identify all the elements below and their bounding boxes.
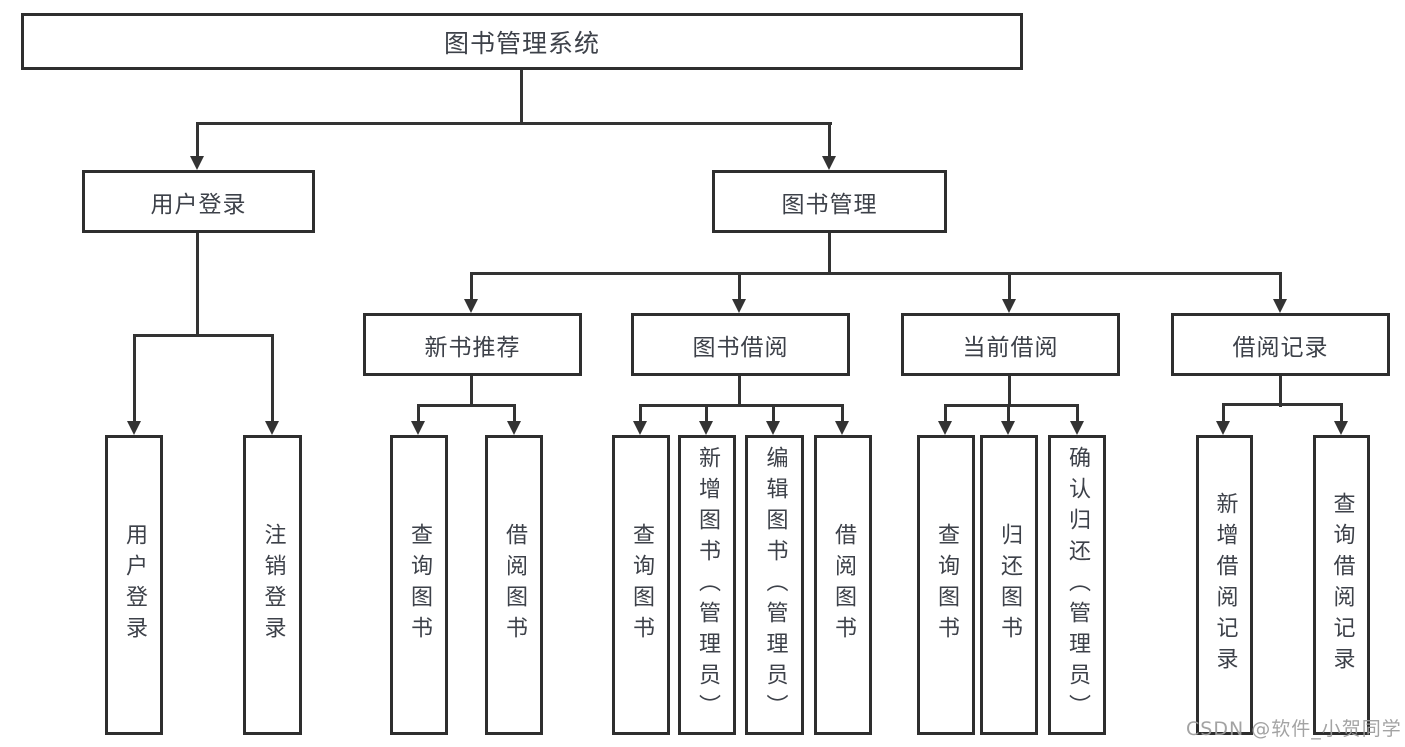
arrowhead — [835, 421, 849, 435]
arrowhead — [265, 421, 279, 435]
leaf-return-books: 归还图书 — [980, 435, 1038, 735]
leaf-confirm-return-admin: 确认归还（管理员） — [1048, 435, 1106, 735]
node-label: 用户登录 — [122, 523, 147, 647]
connector — [1222, 403, 1343, 406]
node-user-login: 用户登录 — [82, 170, 315, 233]
connector — [133, 334, 136, 423]
node-label: 查询图书 — [407, 523, 432, 647]
connector — [417, 404, 516, 407]
arrowhead — [633, 421, 647, 435]
connector — [639, 404, 844, 407]
arrowhead — [1070, 421, 1084, 435]
node-current-borrowing: 当前借阅 — [901, 313, 1120, 376]
arrowhead — [766, 421, 780, 435]
node-book-borrowing: 图书借阅 — [631, 313, 850, 376]
connector — [772, 404, 775, 424]
connector — [196, 122, 832, 125]
node-label: 新增借阅记录 — [1212, 492, 1238, 678]
connector — [841, 404, 844, 424]
leaf-query-borrow-record: 查询借阅记录 — [1313, 435, 1370, 735]
arrowhead — [822, 156, 836, 170]
connector — [513, 404, 516, 424]
leaf-query-books-1: 查询图书 — [390, 435, 448, 735]
connector — [738, 272, 741, 301]
node-borrowing-records: 借阅记录 — [1171, 313, 1390, 376]
node-book-management: 图书管理 — [712, 170, 947, 233]
connector — [1279, 376, 1282, 407]
node-label: 新增图书（管理员） — [695, 445, 720, 725]
csdn-watermark: CSDN @软件_小贺同学 — [1186, 718, 1402, 740]
node-library-system: 图书管理系统 — [21, 13, 1023, 70]
leaf-logout: 注销登录 — [243, 435, 302, 735]
node-label: 注销登录 — [260, 523, 286, 647]
arrowhead — [1002, 299, 1016, 313]
node-label: 查询图书 — [934, 523, 959, 647]
leaf-add-borrow-record: 新增借阅记录 — [1196, 435, 1253, 735]
arrowhead — [732, 299, 746, 313]
connector — [944, 404, 947, 424]
connector — [470, 376, 473, 407]
arrowhead — [1273, 299, 1287, 313]
connector — [1076, 404, 1079, 424]
connector — [133, 334, 274, 337]
arrowhead — [699, 421, 713, 435]
connector — [520, 70, 523, 125]
connector — [1008, 272, 1011, 301]
arrowhead — [127, 421, 141, 435]
arrowhead — [411, 421, 425, 435]
leaf-borrow-books-1: 借阅图书 — [485, 435, 543, 735]
arrowhead — [464, 299, 478, 313]
connector — [196, 233, 199, 337]
node-label: 查询借阅记录 — [1329, 492, 1355, 678]
leaf-edit-books-admin: 编辑图书（管理员） — [745, 435, 804, 735]
connector — [705, 404, 708, 424]
connector — [470, 272, 1282, 275]
node-label: 归还图书 — [997, 523, 1022, 647]
node-label: 借阅图书 — [831, 523, 856, 647]
leaf-user-login: 用户登录 — [105, 435, 163, 735]
connector — [639, 404, 642, 424]
arrowhead — [1334, 421, 1348, 435]
connector — [1340, 403, 1343, 424]
arrowhead — [938, 421, 952, 435]
connector — [1007, 404, 1010, 424]
connector — [1279, 272, 1282, 301]
node-label: 查询图书 — [629, 523, 654, 647]
connector — [470, 272, 473, 301]
leaf-borrow-books-2: 借阅图书 — [814, 435, 872, 735]
arrowhead — [1001, 421, 1015, 435]
leaf-add-books-admin: 新增图书（管理员） — [678, 435, 736, 735]
leaf-query-books-3: 查询图书 — [917, 435, 975, 735]
node-label: 借阅图书 — [502, 523, 527, 647]
connector — [1222, 403, 1225, 424]
connector — [828, 122, 831, 159]
connector — [738, 376, 741, 407]
node-label: 确认归还（管理员） — [1065, 445, 1090, 725]
node-new-book-recommend: 新书推荐 — [363, 313, 582, 376]
arrowhead — [1216, 421, 1230, 435]
arrowhead — [190, 156, 204, 170]
connector — [944, 404, 1079, 407]
connector — [1008, 376, 1011, 407]
connector — [417, 404, 420, 424]
node-label: 编辑图书（管理员） — [762, 445, 788, 725]
connector — [196, 122, 199, 159]
connector — [828, 233, 831, 275]
arrowhead — [507, 421, 521, 435]
leaf-query-books-2: 查询图书 — [612, 435, 670, 735]
connector — [271, 334, 274, 423]
